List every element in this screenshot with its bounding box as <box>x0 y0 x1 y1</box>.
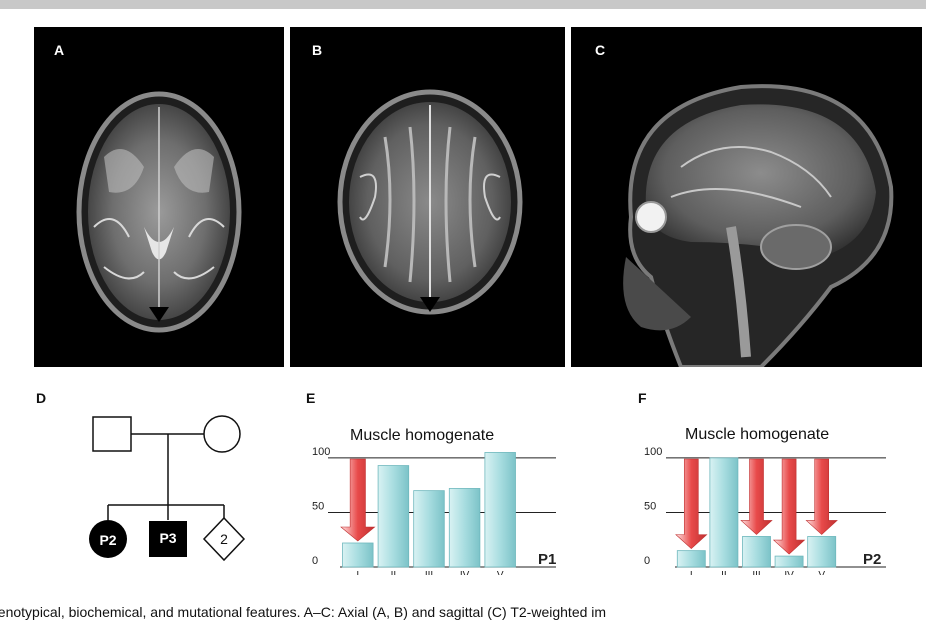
mri-axial-a: A <box>34 27 284 367</box>
pedigree-label-p3: P3 <box>159 530 177 546</box>
chart-f: 050100IIIIIIIVVP2 <box>644 446 886 575</box>
chart-e-xtick-IV: IV <box>460 570 470 575</box>
chart-f-arrow-V <box>805 458 838 535</box>
chart-e-ytick-50: 50 <box>312 500 324 512</box>
chart-f-xtick-IV: IV <box>784 570 794 575</box>
chart-f-title: Muscle homogenate <box>685 426 830 443</box>
affected-male-p3 <box>149 521 187 557</box>
chart-e-xtick-II: II <box>391 570 397 575</box>
panel-label-a: A <box>54 42 65 58</box>
chart-f-ytick-50: 50 <box>644 500 656 512</box>
chart-e-bar-I <box>342 542 374 568</box>
chart-f-arrow-IV <box>772 458 806 555</box>
chart-f-ytick-0: 0 <box>644 555 650 567</box>
top-border <box>0 0 926 9</box>
panel-label-c: C <box>595 42 606 58</box>
chart-e-xtick-III: III <box>425 570 433 575</box>
figure-caption: henotypical, biochemical, and mutational… <box>0 604 607 620</box>
chart-e-ytick-0: 0 <box>312 555 318 567</box>
chart-f-xtick-III: III <box>752 570 760 575</box>
pedigree-diagram <box>89 415 246 562</box>
pedigree-label-2: 2 <box>220 531 228 547</box>
panel-label-e: E <box>306 390 316 406</box>
chart-f-xtick-II: II <box>721 570 727 575</box>
chart-f-bar-III <box>742 536 771 568</box>
chart-e-bar-II <box>377 465 410 568</box>
chart-f-ytick-100: 100 <box>644 446 662 458</box>
panel-label-f: F <box>638 390 647 406</box>
chart-e-ytick-100: 100 <box>312 446 330 458</box>
pedigree-label-p2: P2 <box>99 532 117 548</box>
chart-f-xtick-V: V <box>818 570 825 575</box>
affected-female-p2 <box>89 520 127 558</box>
chart-e-bar-V <box>484 452 516 568</box>
panel-label-d: D <box>36 390 47 406</box>
panel-label-b: B <box>312 42 323 58</box>
chart-e-bar-IV <box>448 488 481 568</box>
chart-f-bar-I <box>676 550 706 568</box>
chart-e-title: Muscle homogenate <box>350 427 495 444</box>
father-square <box>92 416 132 452</box>
chart-f-arrow-I <box>675 458 708 550</box>
chart-f-arrow-III <box>740 458 773 535</box>
chart-f-xtick-I: I <box>690 570 693 575</box>
chart-f-bar-V <box>807 536 837 568</box>
chart-f-bar-IV <box>774 555 804 568</box>
chart-e-patient-label: P1 <box>538 551 556 568</box>
chart-e-arrow-I <box>340 458 376 542</box>
chart-f-bar-II <box>709 457 739 568</box>
chart-e-xtick-V: V <box>497 570 504 575</box>
mri-sagittal-c: C <box>571 27 922 367</box>
mri-axial-b: B <box>290 27 565 367</box>
chart-e: 050100IIIIIIIVVP1 <box>312 446 556 575</box>
chart-e-bar-III <box>413 490 445 568</box>
chart-e-xtick-I: I <box>356 570 359 575</box>
chart-f-patient-label: P2 <box>863 551 881 568</box>
mother-circle <box>203 415 241 453</box>
sibling-diamond <box>202 516 246 562</box>
